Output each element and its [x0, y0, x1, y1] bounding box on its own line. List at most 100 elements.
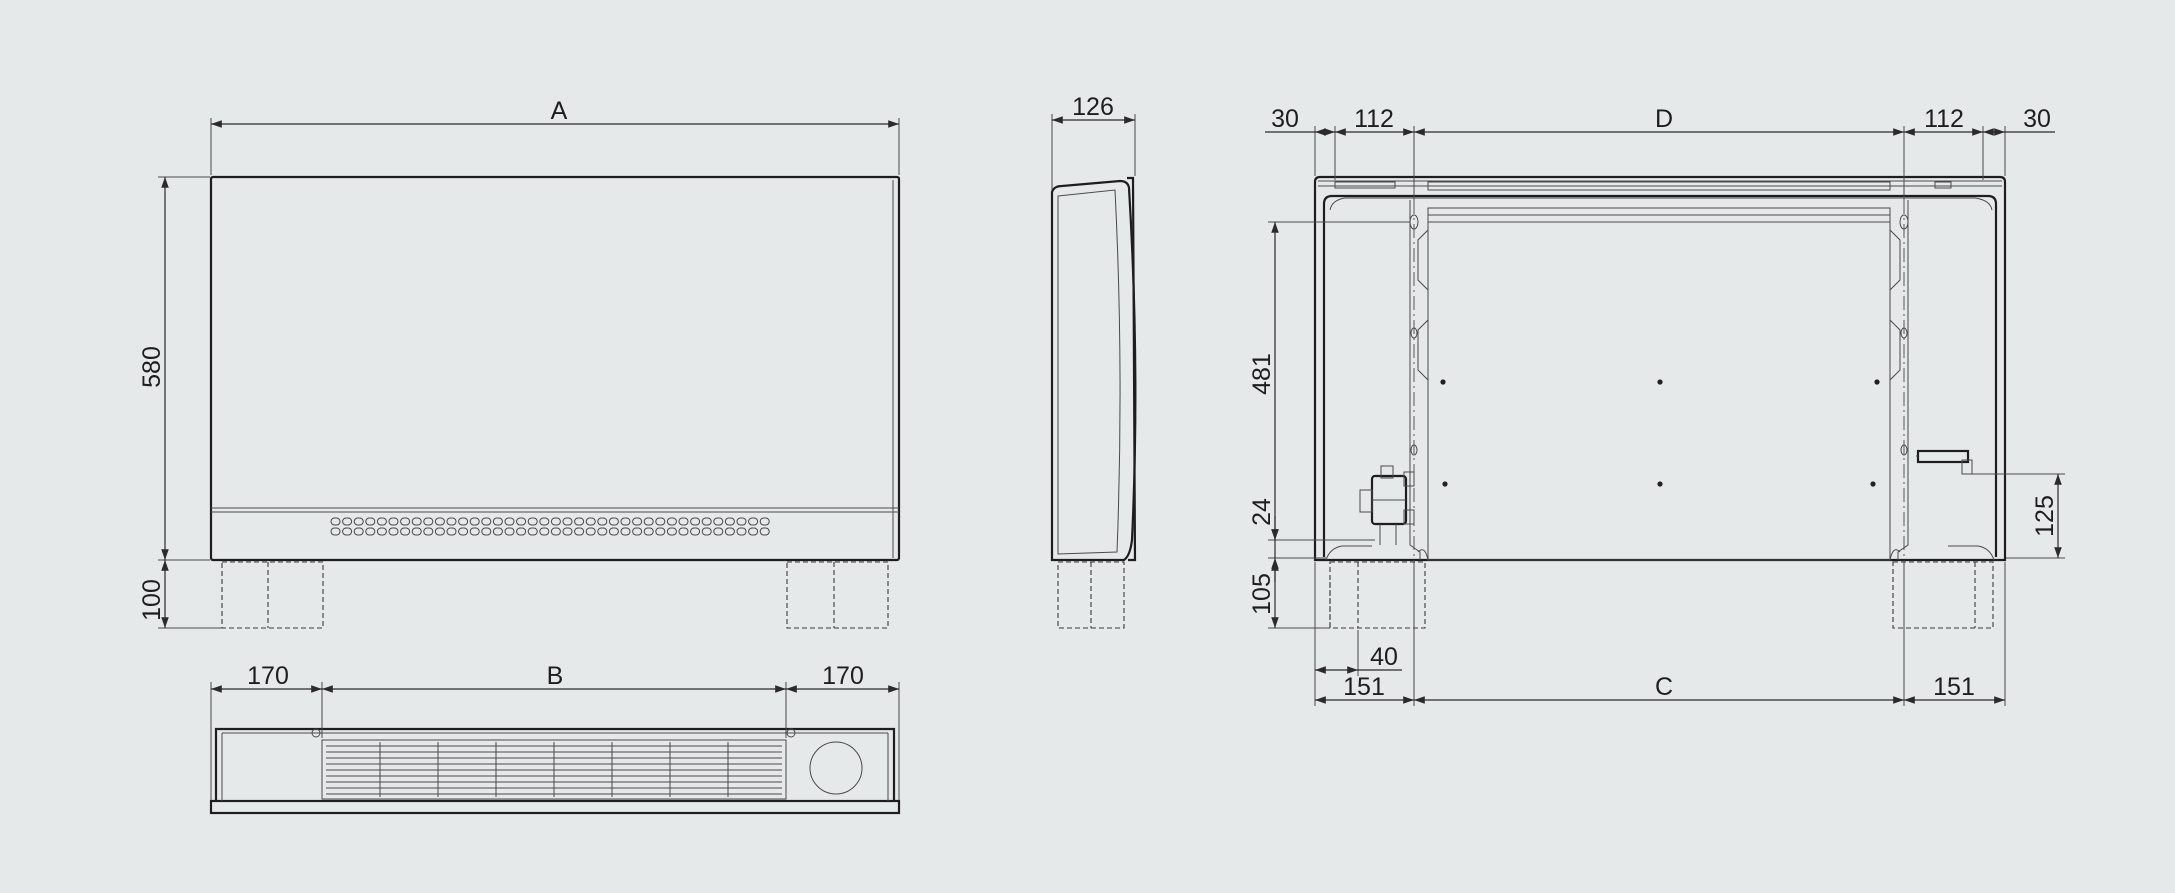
dim-label-481: 481	[1248, 353, 1276, 395]
grille-slot	[527, 517, 538, 526]
grille-slot	[724, 527, 735, 536]
grille-slot	[516, 527, 527, 536]
grille-slot	[481, 517, 492, 526]
dim-label-100: 100	[138, 579, 166, 621]
grille-slot	[469, 517, 480, 526]
dim-label-b: B	[547, 662, 564, 690]
dim-label-24: 24	[1248, 498, 1276, 526]
dim-label-112-left: 112	[1354, 105, 1394, 133]
bottom-view: 170 B 170	[209, 662, 901, 815]
grille-slot	[550, 517, 561, 526]
grille-slot	[376, 517, 387, 526]
grille-slot	[608, 527, 619, 536]
grille-slot	[469, 527, 480, 536]
side-view: 126	[1050, 93, 1137, 629]
grille-slot	[388, 517, 399, 526]
grille-slot	[585, 517, 596, 526]
front-view: A 580 100	[138, 97, 901, 629]
grille-slot	[608, 517, 619, 526]
bottom-grille	[326, 742, 782, 797]
rear-foot-right	[1892, 561, 1994, 629]
grille-slot	[550, 527, 561, 536]
grille-slot	[458, 527, 469, 536]
grille-slot	[597, 517, 608, 526]
bottom-grille-frame	[321, 739, 787, 800]
grille-slot	[423, 527, 434, 536]
grille-slot	[562, 527, 573, 536]
grille-slot	[411, 527, 422, 536]
grille-slot	[342, 527, 353, 536]
grille-slot	[701, 517, 712, 526]
grille-slot	[481, 527, 492, 536]
grille-slot	[748, 517, 759, 526]
grille-slot	[620, 517, 631, 526]
grille-slot	[666, 527, 677, 536]
front-grille	[330, 517, 770, 536]
dim-label-112-right: 112	[1924, 105, 1964, 133]
grille-slot	[655, 517, 666, 526]
grille-slot	[539, 517, 550, 526]
grille-slot	[713, 517, 724, 526]
grille-slot	[713, 527, 724, 536]
grille-slot	[562, 517, 573, 526]
dim-label-125: 125	[2031, 495, 2059, 537]
grille-slot	[574, 517, 585, 526]
grille-slot	[330, 517, 341, 526]
grille-slot	[759, 517, 770, 526]
grille-slot	[504, 527, 515, 536]
dim-label-580: 580	[138, 346, 166, 388]
rear-bracket-right	[1916, 449, 1973, 475]
grille-slot	[400, 517, 411, 526]
grille-slot	[736, 527, 747, 536]
dim-label-170-right: 170	[822, 662, 864, 690]
grille-slot	[516, 517, 527, 526]
grille-slot	[748, 527, 759, 536]
grille-slot	[434, 527, 445, 536]
grille-slot	[527, 527, 538, 536]
dim-label-30-left: 30	[1271, 105, 1299, 133]
grille-slot	[643, 517, 654, 526]
grille-slot	[434, 517, 445, 526]
grille-slot	[701, 527, 712, 536]
dim-label-d: D	[1655, 105, 1673, 133]
grille-slot	[678, 527, 689, 536]
grille-slot	[446, 527, 457, 536]
grille-slot	[690, 527, 701, 536]
rear-inner-frame	[1322, 194, 1998, 557]
rear-foot-left	[1329, 561, 1426, 629]
grille-slot	[655, 527, 666, 536]
dim-label-30-right: 30	[2023, 105, 2051, 133]
grille-slot	[492, 517, 503, 526]
grille-slot	[632, 527, 643, 536]
dim-label-126: 126	[1072, 93, 1114, 121]
side-profile-outline	[1050, 179, 1137, 562]
grille-slot	[400, 527, 411, 536]
dim-label-151-left: 151	[1343, 673, 1385, 701]
grille-slot	[388, 527, 399, 536]
grille-slot	[736, 517, 747, 526]
grille-slot	[353, 527, 364, 536]
grille-slot	[585, 527, 596, 536]
dim-label-40: 40	[1370, 643, 1398, 671]
grille-slot	[353, 517, 364, 526]
rear-outer-frame	[1313, 175, 2007, 562]
front-foot-left	[221, 561, 324, 629]
grille-slot	[365, 517, 376, 526]
bottom-base-plate	[209, 799, 901, 815]
dim-label-c: C	[1655, 673, 1673, 701]
grille-slot	[446, 517, 457, 526]
bottom-connection-hole	[809, 741, 863, 795]
grille-slot	[458, 517, 469, 526]
grille-slot	[724, 517, 735, 526]
grille-slot	[376, 527, 387, 536]
grille-slot	[574, 527, 585, 536]
front-foot-right	[786, 561, 889, 629]
rear-valve-left	[1359, 465, 1415, 545]
dim-label-105: 105	[1248, 573, 1276, 615]
grille-slot	[678, 517, 689, 526]
bottom-body-outline	[214, 727, 896, 801]
grille-slot	[620, 527, 631, 536]
grille-slot	[411, 517, 422, 526]
